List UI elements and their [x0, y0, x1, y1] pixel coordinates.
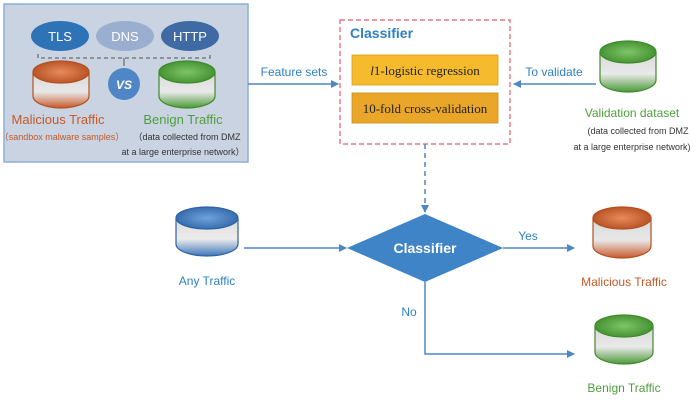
validation-dataset-subtitle-2: at a large enterprise network): [573, 142, 690, 152]
any-traffic-cylinder-icon: [175, 206, 239, 257]
dns-label: DNS: [111, 29, 139, 44]
malicious-training-cylinder-icon: [32, 60, 90, 109]
classifier-training-box: Classifier l1-logistic regression 10-fol…: [339, 19, 511, 145]
benign-output-label: Benign Traffic: [587, 381, 660, 395]
tls-protocol-pill: [31, 21, 89, 51]
cross-validation-label: 10-fold cross-validation: [363, 101, 488, 116]
http-protocol-pill: [161, 21, 219, 51]
benign-training-subtitle-1: （data collected from DMZ: [133, 132, 241, 142]
decision-label: Classifier: [393, 240, 457, 256]
no-arrow: [424, 282, 575, 358]
classifier-decision-diamond: [347, 214, 503, 282]
to-validate-label: To validate: [525, 65, 583, 79]
training-data-panel: TLS DNS HTTP VS Malicious Traffic （sandb…: [0, 3, 249, 163]
classifier-box-title: Classifier: [350, 25, 414, 41]
validation-dataset-title: Validation dataset: [585, 106, 680, 120]
feature-sets-label: Feature sets: [261, 65, 328, 79]
yes-label: Yes: [518, 229, 538, 243]
http-label: HTTP: [173, 29, 207, 44]
vs-badge: [108, 68, 140, 100]
logistic-regression-box: [351, 54, 499, 86]
vs-label: VS: [116, 78, 132, 92]
validation-dataset-cylinder-icon: [599, 40, 657, 93]
any-traffic-label: Any Traffic: [179, 274, 235, 288]
malicious-training-title: Malicious Traffic: [12, 112, 105, 127]
no-label: No: [401, 305, 417, 319]
validation-dataset-subtitle-1: (data collected from DMZ: [587, 126, 689, 136]
malicious-output-cylinder-icon: [592, 206, 652, 259]
malicious-output-label: Malicious Traffic: [581, 275, 667, 289]
malicious-training-subtitle: （sandbox malware samples）: [0, 132, 124, 142]
tls-label: TLS: [48, 29, 72, 44]
benign-output-cylinder-icon: [594, 314, 654, 365]
benign-training-cylinder-icon: [158, 60, 216, 109]
dns-protocol-pill: [96, 21, 154, 51]
benign-training-subtitle-2: at a large enterprise network）: [121, 147, 244, 157]
cross-validation-box: [351, 92, 499, 124]
protocol-bracket: [37, 54, 211, 59]
benign-training-title: Benign Traffic: [143, 112, 223, 127]
logistic-regression-label: l1-logistic regression: [370, 63, 480, 78]
